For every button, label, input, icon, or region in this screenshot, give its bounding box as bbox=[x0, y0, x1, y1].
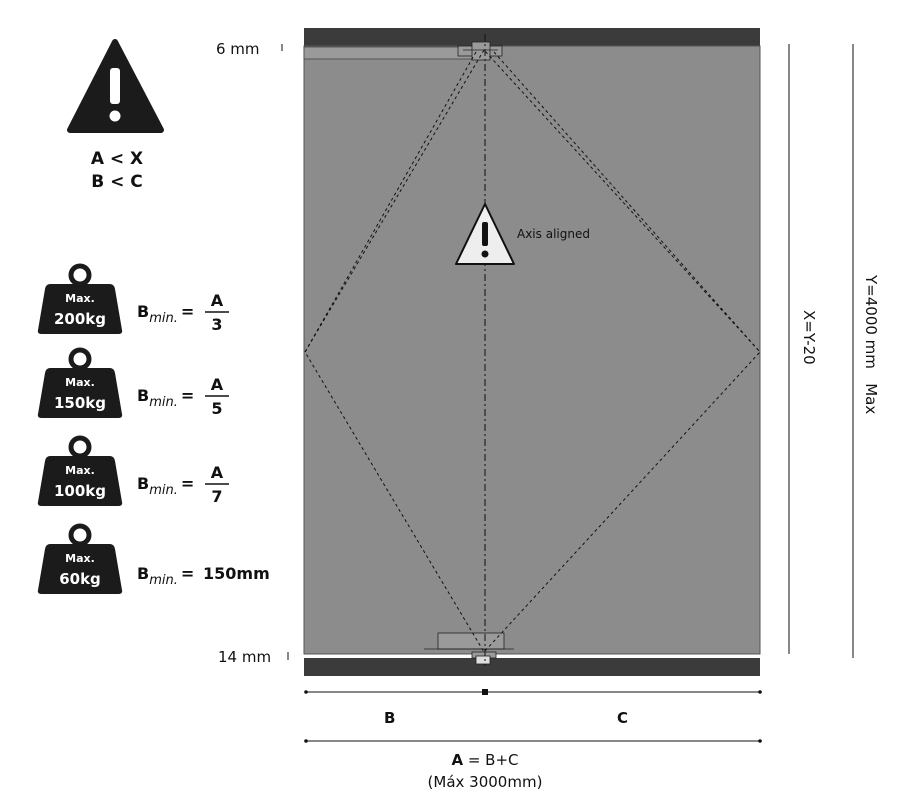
weight-icon: Max. 200kg bbox=[37, 263, 123, 334]
top-rail bbox=[304, 28, 760, 46]
fraction-numerator: A bbox=[211, 291, 224, 310]
bc-end-right bbox=[758, 690, 762, 694]
bmin-eq: = bbox=[181, 564, 194, 583]
bmin-eq: = bbox=[181, 386, 194, 405]
fraction-denominator: 3 bbox=[211, 315, 222, 334]
weight-row-60: Max. 60kg Bmin.= 150mm bbox=[37, 523, 270, 594]
weight-row-100: Max. 100kg Bmin.= A 7 bbox=[37, 435, 229, 506]
weight-max-label: Max. bbox=[65, 552, 95, 565]
bc-mid-marker bbox=[482, 689, 488, 695]
bmin-symbol: Bmin.= bbox=[137, 386, 194, 410]
a-formula-bold: A bbox=[451, 751, 463, 769]
top-gap-label: 6 mm bbox=[216, 40, 260, 58]
a-end-left bbox=[304, 739, 308, 743]
bmin-symbol: Bmin.= bbox=[137, 302, 194, 326]
bmin-symbol: Bmin.= bbox=[137, 564, 194, 588]
door-panel bbox=[303, 45, 761, 655]
swing-diamond-dashed bbox=[304, 49, 761, 653]
a-formula: A = B+C bbox=[451, 751, 518, 769]
a-max-label: (Máx 3000mm) bbox=[428, 773, 543, 791]
axis-aligned-note: Axis aligned bbox=[517, 227, 590, 241]
weight-row-150: Max. 150kg Bmin.= A 5 bbox=[37, 347, 229, 418]
bmin-sub: min. bbox=[149, 395, 178, 410]
warning-line-2: B < C bbox=[91, 172, 143, 192]
fraction-denominator: 7 bbox=[211, 487, 222, 506]
top-gap-strip bbox=[303, 46, 475, 60]
bmin-b: B bbox=[137, 564, 149, 583]
axis-warning-icon bbox=[455, 203, 515, 265]
bottom-rail bbox=[304, 658, 760, 676]
fraction-numerator: A bbox=[211, 463, 224, 482]
weight-icon: Max. 150kg bbox=[37, 347, 123, 418]
bmin-b: B bbox=[137, 302, 149, 321]
bmin-b: B bbox=[137, 474, 149, 493]
weight-load-label: 60kg bbox=[59, 570, 101, 588]
bmin-sub: min. bbox=[149, 483, 178, 498]
bottom-gap-label: 14 mm bbox=[218, 648, 271, 666]
x-dimension-label: X=Y-20 bbox=[800, 310, 818, 365]
weight-max-label: Max. bbox=[65, 376, 95, 389]
bmin-eq: = bbox=[181, 474, 194, 493]
weight-max-label: Max. bbox=[65, 292, 95, 305]
bmin-sub: min. bbox=[149, 311, 178, 326]
swing-line-right-top bbox=[493, 51, 761, 353]
b-label: B bbox=[384, 709, 395, 727]
a-end-right bbox=[758, 739, 762, 743]
bmin-symbol: Bmin.= bbox=[137, 474, 194, 498]
weight-icon: Max. 100kg bbox=[37, 435, 123, 506]
a-formula-rest: = B+C bbox=[463, 751, 518, 769]
bottom-pivot-fitting bbox=[424, 632, 514, 665]
weight-row-200: Max. 200kg Bmin.= A 3 bbox=[37, 263, 229, 334]
bmin-eq: = bbox=[181, 302, 194, 321]
warning-icon bbox=[67, 39, 164, 133]
bmin-b: B bbox=[137, 386, 149, 405]
weight-load-label: 200kg bbox=[54, 310, 106, 328]
fraction-denominator: 5 bbox=[211, 399, 222, 418]
fraction-numerator: A bbox=[211, 375, 224, 394]
weight-load-label: 150kg bbox=[54, 394, 106, 412]
warning-line-1: A < X bbox=[91, 149, 143, 169]
bmin-sub: min. bbox=[149, 573, 178, 588]
bmin-value: 150mm bbox=[203, 564, 270, 583]
weight-max-label: Max. bbox=[65, 464, 95, 477]
c-label: C bbox=[617, 709, 628, 727]
bc-end-left bbox=[304, 690, 308, 694]
weight-icon: Max. 60kg bbox=[37, 523, 123, 594]
y-dimension-label: Y=4000 mm Max bbox=[862, 274, 880, 414]
weight-load-label: 100kg bbox=[54, 482, 106, 500]
